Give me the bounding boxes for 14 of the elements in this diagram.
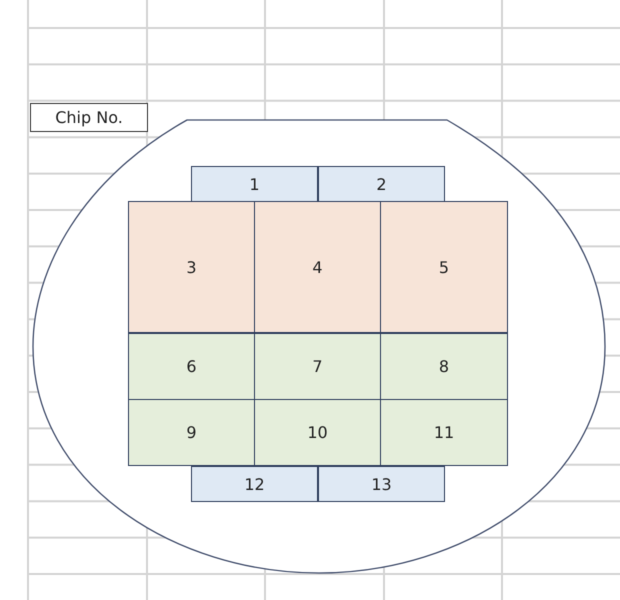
die: 6 <box>128 333 255 400</box>
label-box: Chip No. <box>30 103 148 132</box>
die: 8 <box>380 333 508 400</box>
die: 4 <box>254 201 381 333</box>
die: 3 <box>128 201 255 333</box>
die: 5 <box>380 201 508 333</box>
die: 10 <box>254 399 381 466</box>
die: 7 <box>254 333 381 400</box>
die: 2 <box>318 166 445 202</box>
die: 11 <box>380 399 508 466</box>
die: 9 <box>128 399 255 466</box>
die: 1 <box>191 166 318 202</box>
die: 13 <box>318 466 445 502</box>
die: 12 <box>191 466 318 502</box>
